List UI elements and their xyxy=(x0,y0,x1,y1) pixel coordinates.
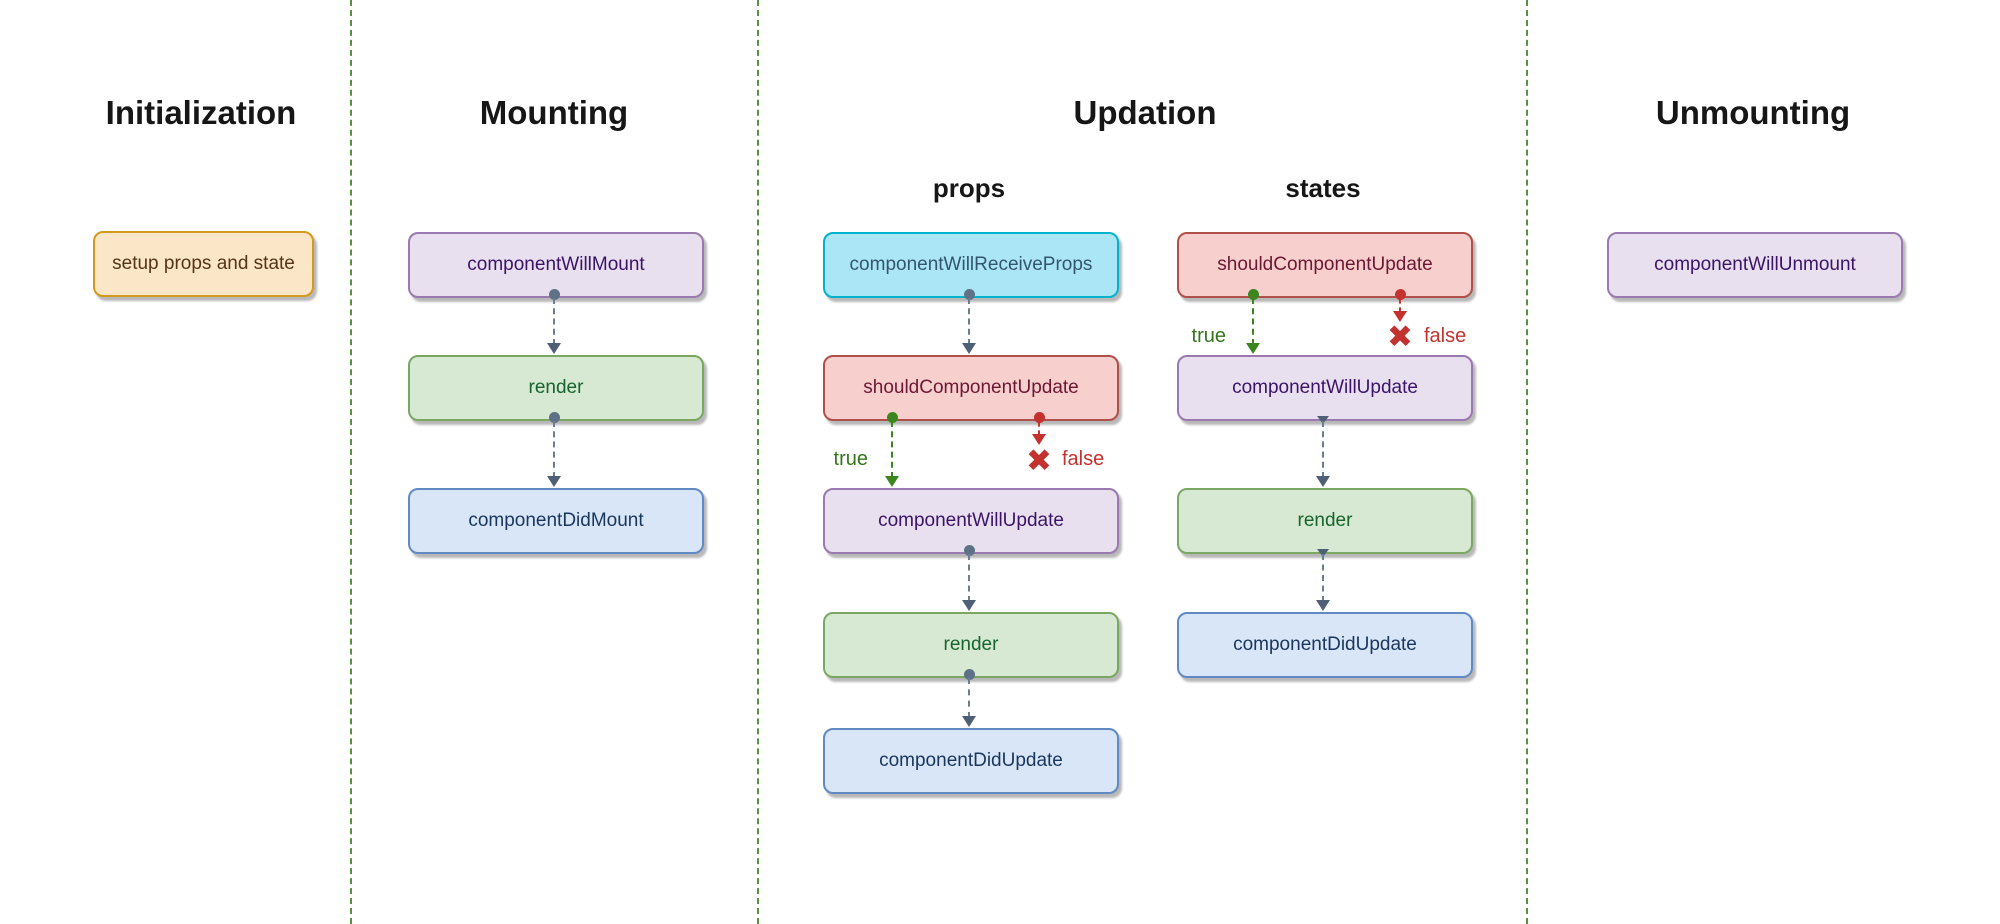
connector-dot xyxy=(1033,411,1045,423)
branch-label-true: true xyxy=(833,448,868,470)
heading-mounting: Mounting xyxy=(479,94,629,131)
node-should-component-update-states: shouldComponentUpdate xyxy=(1177,232,1473,298)
connector-will-update-to-render-props xyxy=(962,544,976,611)
column-divider xyxy=(1526,0,1528,924)
node-render-states: render xyxy=(1177,488,1473,554)
node-setup-props-and-state: setup props and state xyxy=(93,231,314,297)
branch-label-true: true xyxy=(1191,325,1226,347)
connector-start-triangle-icon xyxy=(1317,549,1329,557)
node-component-will-unmount: componentWillUnmount xyxy=(1607,232,1903,298)
connector-props-true-branch xyxy=(885,411,899,487)
arrowhead-icon xyxy=(547,343,561,354)
connector-render-to-did-update-props xyxy=(962,668,976,727)
node-label: render xyxy=(528,377,584,398)
connector-dot xyxy=(886,411,898,423)
branch-label-false: false xyxy=(1424,325,1467,347)
branch-label-false: false xyxy=(1062,448,1105,470)
connector-dot xyxy=(548,288,560,300)
connector-dot xyxy=(963,288,975,300)
node-label: componentDidMount xyxy=(468,510,644,531)
node-label: render xyxy=(943,634,999,655)
connector-dot xyxy=(1394,288,1406,300)
arrowhead-icon xyxy=(885,476,899,487)
connector-will-update-to-render-states xyxy=(1316,416,1330,487)
connector-dashed-line xyxy=(967,298,970,345)
connector-will-mount-to-render xyxy=(547,288,561,354)
connector-dashed-line xyxy=(552,421,555,478)
connector-dashed-line xyxy=(1251,298,1254,345)
node-label: componentWillUpdate xyxy=(1232,377,1418,398)
connector-dashed-line xyxy=(967,678,970,718)
connector-render-to-did-mount xyxy=(547,411,561,487)
node-render-mounting: render xyxy=(408,355,704,421)
connector-dashed-line xyxy=(1398,298,1401,313)
column-divider xyxy=(757,0,759,924)
node-component-will-update-states: componentWillUpdate xyxy=(1177,355,1473,421)
connector-receive-props-to-should-update xyxy=(962,288,976,354)
subheading-props: props xyxy=(932,173,1006,203)
arrowhead-icon xyxy=(962,600,976,611)
arrowhead-icon xyxy=(962,716,976,727)
node-label: setup props and state xyxy=(112,253,295,274)
node-label: shouldComponentUpdate xyxy=(863,377,1079,398)
connector-dashed-line xyxy=(1037,421,1040,436)
node-component-did-update-props: componentDidUpdate xyxy=(823,728,1119,794)
heading-initialization: Initialization xyxy=(105,94,297,131)
arrowhead-icon xyxy=(962,343,976,354)
node-label: componentWillUpdate xyxy=(878,510,1064,531)
connector-dot xyxy=(1247,288,1259,300)
node-label: componentDidUpdate xyxy=(879,750,1063,771)
subheading-states: states xyxy=(1285,173,1361,203)
arrowhead-icon xyxy=(1246,343,1260,354)
arrowhead-icon xyxy=(1316,476,1330,487)
connector-states-true-branch xyxy=(1246,288,1260,354)
connector-dashed-line xyxy=(967,554,970,602)
node-component-will-mount: componentWillMount xyxy=(408,232,704,298)
heading-updation: Updation xyxy=(1073,94,1217,131)
node-label: componentWillMount xyxy=(467,254,645,275)
arrowhead-icon xyxy=(1393,311,1407,322)
arrowhead-icon xyxy=(1032,434,1046,445)
node-label: componentWillReceiveProps xyxy=(849,254,1093,275)
connector-render-to-did-update-states xyxy=(1316,549,1330,611)
connector-dashed-line xyxy=(1321,421,1324,478)
node-should-component-update-props: shouldComponentUpdate xyxy=(823,355,1119,421)
connector-dot xyxy=(548,411,560,423)
connector-states-false-branch xyxy=(1393,288,1407,322)
node-label: render xyxy=(1297,510,1353,531)
connector-dot xyxy=(963,544,975,556)
node-component-will-update-props: componentWillUpdate xyxy=(823,488,1119,554)
node-label: componentDidUpdate xyxy=(1233,634,1417,655)
node-component-did-mount: componentDidMount xyxy=(408,488,704,554)
connector-props-false-branch xyxy=(1032,411,1046,445)
connector-dashed-line xyxy=(552,298,555,345)
node-render-props: render xyxy=(823,612,1119,678)
node-label: shouldComponentUpdate xyxy=(1217,254,1433,275)
column-divider xyxy=(350,0,352,924)
connector-start-triangle-icon xyxy=(1317,416,1329,424)
false-x-icon: ✖ xyxy=(1026,443,1052,478)
connector-dashed-line xyxy=(1321,554,1324,602)
connector-dot xyxy=(963,668,975,680)
arrowhead-icon xyxy=(547,476,561,487)
node-component-did-update-states: componentDidUpdate xyxy=(1177,612,1473,678)
connector-dashed-line xyxy=(890,421,893,478)
node-label: componentWillUnmount xyxy=(1654,254,1856,275)
heading-unmounting: Unmounting xyxy=(1655,94,1851,131)
node-component-will-receive-props: componentWillReceiveProps xyxy=(823,232,1119,298)
false-x-icon: ✖ xyxy=(1387,319,1413,354)
arrowhead-icon xyxy=(1316,600,1330,611)
